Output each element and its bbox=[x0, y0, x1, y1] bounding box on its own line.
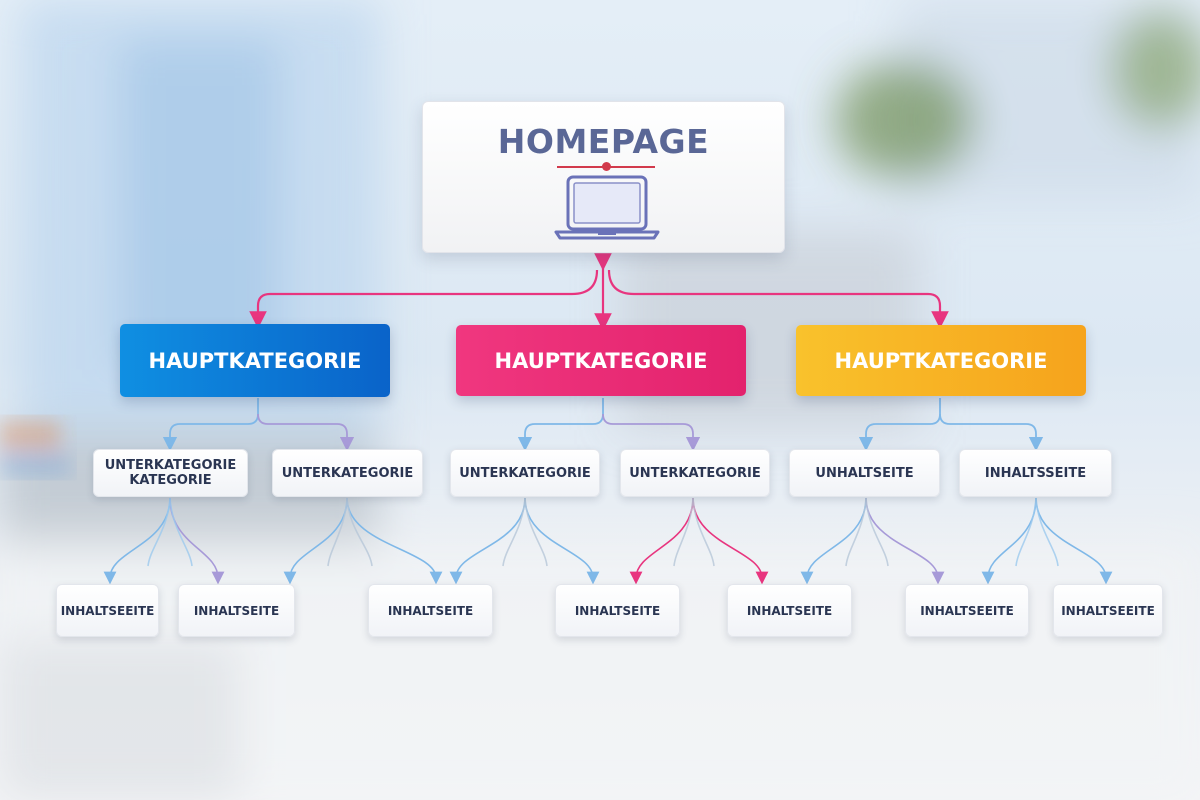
sub-node-3[interactable]: UNTERKATEGORIE bbox=[450, 449, 600, 497]
sub-node-label: UNTERKATEGORIE bbox=[281, 465, 414, 481]
leaf-node-6[interactable]: INHALTSEEITE bbox=[905, 584, 1029, 637]
sub-node-label: UNHALTSEITE bbox=[815, 465, 914, 481]
leaf-node-label: INHALTSEEITE bbox=[60, 603, 155, 618]
accent-dot bbox=[602, 162, 611, 171]
sub-node-4[interactable]: UNTERKATEGORIE bbox=[620, 449, 770, 497]
leaf-node-label: INHALTSEITE bbox=[387, 603, 474, 618]
homepage-title: HOMEPAGE bbox=[497, 122, 710, 161]
leaf-node-label: INHALTSEITE bbox=[574, 603, 661, 618]
category-connectors bbox=[162, 398, 1044, 452]
leaf-node-1[interactable]: INHALTSEEITE bbox=[56, 584, 159, 637]
main-category-3[interactable]: HAUPTKATEGORIE bbox=[796, 325, 1086, 396]
main-category-label: HAUPTKATEGORIE bbox=[148, 348, 362, 373]
leaf-node-label: INHALTSEITE bbox=[193, 603, 280, 618]
leaf-node-7[interactable]: INHALTSEEITE bbox=[1053, 584, 1163, 637]
sub-node-6[interactable]: INHALTSSEITE bbox=[959, 449, 1112, 497]
sub-node-label: UNTERKATEGORIE bbox=[629, 465, 761, 481]
sub-node-label: UNTERKATEGORIE bbox=[459, 465, 591, 481]
leaf-node-4[interactable]: INHALTSEITE bbox=[555, 584, 680, 637]
main-category-1[interactable]: HAUPTKATEGORIE bbox=[120, 324, 390, 397]
sub-node-label-line2: KATEGORIE bbox=[129, 473, 212, 488]
sub-node-label: INHALTSSEITE bbox=[984, 465, 1087, 481]
main-category-label: HAUPTKATEGORIE bbox=[494, 348, 708, 373]
main-category-label: HAUPTKATEGORIE bbox=[834, 348, 1048, 373]
home-connectors bbox=[249, 253, 949, 331]
sub-node-1[interactable]: UNTERKATEGORIE KATEGORIE bbox=[93, 449, 248, 497]
main-category-2[interactable]: HAUPTKATEGORIE bbox=[456, 325, 746, 396]
sub-node-5[interactable]: UNHALTSEITE bbox=[789, 449, 940, 497]
leaf-node-5[interactable]: INHALTSEITE bbox=[727, 584, 852, 637]
laptop-icon bbox=[554, 175, 660, 240]
leaf-node-3[interactable]: INHALTSEITE bbox=[368, 584, 493, 637]
leaf-node-label: INHALTSEEITE bbox=[1061, 603, 1155, 618]
sub-node-label: UNTERKATEGORIE bbox=[104, 458, 237, 473]
leaf-node-2[interactable]: INHALTSEITE bbox=[178, 584, 295, 637]
homepage-node[interactable]: HOMEPAGE bbox=[422, 101, 785, 253]
sub-node-2[interactable]: UNTERKATEGORIE bbox=[272, 449, 423, 497]
leaf-node-label: INHALTSEITE bbox=[746, 603, 833, 618]
leaf-connectors bbox=[103, 497, 1113, 585]
leaf-node-label: INHALTSEEITE bbox=[920, 603, 1014, 618]
